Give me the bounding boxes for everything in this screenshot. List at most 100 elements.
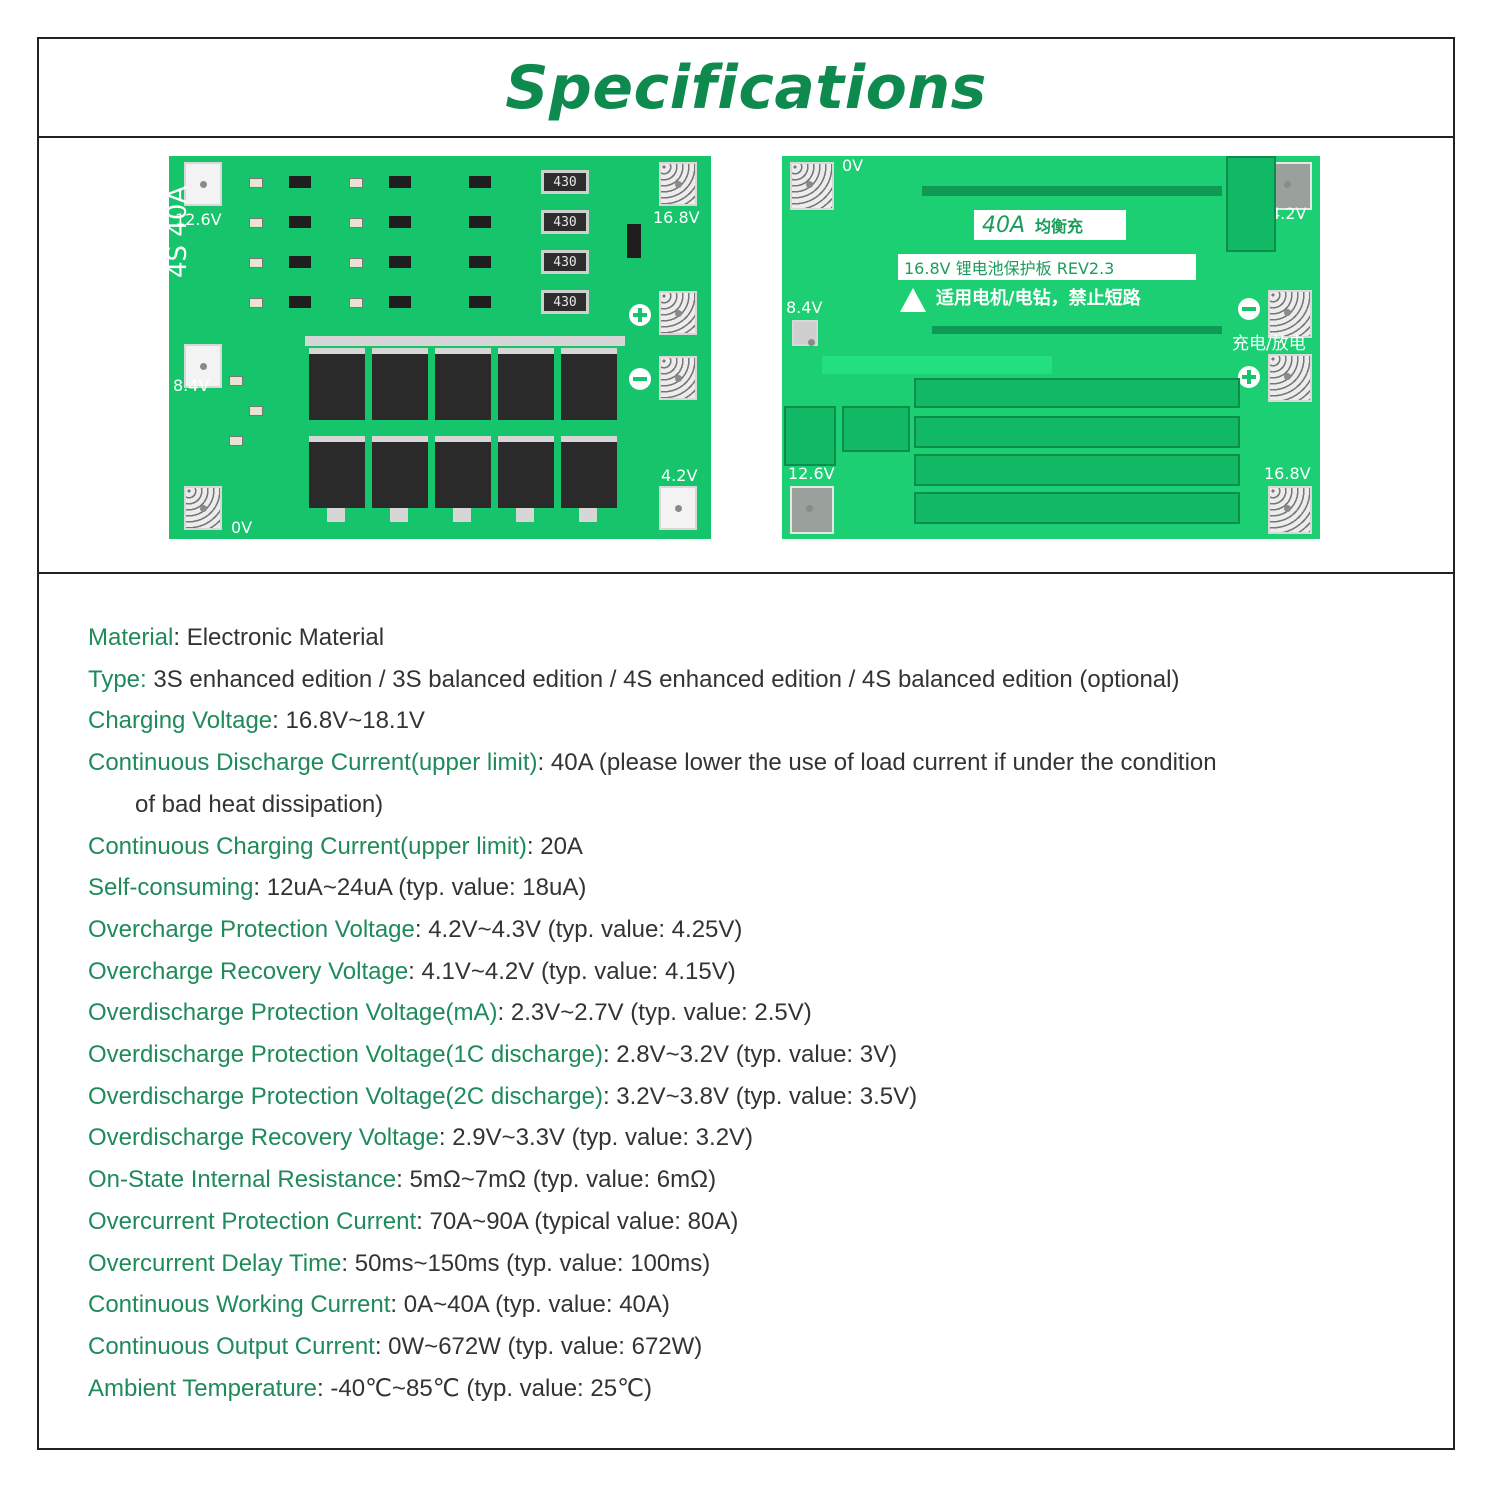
mosfet [435, 348, 491, 420]
pad-168v [1268, 486, 1312, 534]
smd-part [249, 218, 263, 228]
chip [389, 216, 411, 228]
spec-item-ambient-temperature: Ambient Temperature: -40℃~85℃ (typ. valu… [88, 1374, 653, 1402]
mosfet-tabs-top [305, 336, 625, 346]
smd-part [249, 178, 263, 188]
copper-window [914, 416, 1240, 448]
balance-label: 均衡充 [1035, 217, 1084, 236]
pad-42v [659, 486, 697, 530]
label-168v: 16.8V [1264, 464, 1311, 483]
warning-text: 适用电机/电钻，禁止短路 [936, 288, 1141, 309]
label-126v: 12.6V [175, 210, 222, 229]
mosfet [498, 348, 554, 420]
specs-list: Material: Electronic Material Type: 3S e… [88, 617, 1418, 1409]
smd-part [249, 258, 263, 268]
mosfet [309, 348, 365, 420]
diode [627, 224, 641, 258]
pad-0v [184, 486, 222, 530]
pad-plus [659, 291, 697, 335]
mosfet [309, 436, 365, 522]
spec-item-overdischarge-protection-voltage-1c: Overdischarge Protection Voltage(1C disc… [88, 1041, 898, 1069]
minus-symbol-icon [1238, 298, 1260, 320]
smd-part [249, 406, 263, 416]
spec-item-continuous-output-current: Continuous Output Current: 0W~672W (typ.… [88, 1332, 703, 1360]
spec-item-continuous-working-current: Continuous Working Current: 0A~40A (typ.… [88, 1291, 670, 1319]
front-board-image: 12.6V 16.8V 8.4V 4.2V 0V 4S 40A 430 430 … [169, 156, 711, 539]
mosfet [498, 436, 554, 522]
spec-item-overcharge-protection-voltage: Overcharge Protection Voltage: 4.2V~4.3V… [88, 915, 743, 943]
back-board-image: 0V 4.2V 8.4V 12.6V 16.8V 充电/放电 40A 均衡充 1… [782, 156, 1320, 539]
chip [469, 176, 491, 188]
chip [469, 256, 491, 268]
current-label: 40A [982, 212, 1026, 238]
spec-item-overcharge-recovery-voltage: Overcharge Recovery Voltage: 4.1V~4.2V (… [88, 957, 736, 985]
smd-part [229, 376, 243, 386]
spec-item-on-state-internal-resistance: On-State Internal Resistance: 5mΩ~7mΩ (t… [88, 1166, 717, 1194]
spec-item-type: Type: 3S enhanced edition / 3S balanced … [88, 665, 1180, 693]
spec-item-continuous-discharge-current: Continuous Discharge Current(upper limit… [88, 749, 1217, 818]
pad-126v [184, 162, 222, 206]
plus-symbol-icon [629, 304, 651, 326]
pad-126v [790, 486, 834, 534]
label-0v: 0V [231, 518, 253, 537]
label-126v: 12.6V [788, 464, 835, 483]
chip [289, 256, 311, 268]
name-sticker: 16.8V 锂电池保护板 REV2.3 [898, 254, 1196, 280]
resistor-1: 430 [541, 170, 589, 194]
mosfet [435, 436, 491, 522]
copper-window [914, 492, 1240, 524]
chip [469, 296, 491, 308]
copper-window [1226, 156, 1276, 252]
label-84v: 8.4V [173, 376, 210, 395]
spec-item-overdischarge-recovery-voltage: Overdischarge Recovery Voltage: 2.9V~3.3… [88, 1124, 754, 1152]
copper-window [784, 406, 836, 466]
chip [389, 256, 411, 268]
pad-minus [659, 356, 697, 400]
plus-symbol-icon [1238, 366, 1260, 388]
mosfet [372, 436, 428, 522]
spec-sheet: Specifications 12.6V 16.8V 8.4V 4.2V 0V … [37, 37, 1455, 1450]
label-42v: 4.2V [661, 466, 698, 485]
mosfet [561, 348, 617, 420]
trace [922, 186, 1222, 196]
pad-84v [184, 344, 222, 388]
chip [289, 176, 311, 188]
smd-part [349, 218, 363, 228]
pad-0v [790, 162, 834, 210]
pad-plus [1268, 354, 1312, 402]
spec-item-overdischarge-protection-voltage-2c: Overdischarge Protection Voltage(2C disc… [88, 1082, 918, 1110]
chip [289, 296, 311, 308]
copper-window [842, 406, 910, 452]
pad-168v [659, 162, 697, 206]
label-84v: 8.4V [786, 298, 823, 317]
pad-minus [1268, 290, 1312, 338]
smd-part [349, 258, 363, 268]
label-model: 4S 40A [169, 185, 193, 278]
spec-item-self-consuming: Self-consuming: 12uA~24uA (typ. value: 1… [88, 874, 587, 902]
chip [469, 216, 491, 228]
spec-item-charging-voltage: Charging Voltage: 16.8V~18.1V [88, 707, 425, 735]
title-bar: Specifications [39, 39, 1453, 138]
warning-icon [900, 288, 926, 312]
copper-window [914, 454, 1240, 486]
copper-window [914, 378, 1240, 408]
trace [822, 356, 1052, 374]
spec-item-overcurrent-protection-current: Overcurrent Protection Current: 70A~90A … [88, 1207, 739, 1235]
label-0v: 0V [842, 156, 864, 175]
resistor-2: 430 [541, 210, 589, 234]
spec-item-continuous-charging-current: Continuous Charging Current(upper limit)… [88, 832, 583, 860]
smd-part [349, 298, 363, 308]
smd-part [349, 178, 363, 188]
mosfet [561, 436, 617, 522]
product-photos: 12.6V 16.8V 8.4V 4.2V 0V 4S 40A 430 430 … [39, 136, 1453, 574]
label-168v: 16.8V [653, 208, 700, 227]
spec-item-overdischarge-protection-voltage-ma: Overdischarge Protection Voltage(mA): 2.… [88, 999, 812, 1027]
label-charge-discharge: 充电/放电 [1232, 334, 1306, 354]
resistor-3: 430 [541, 250, 589, 274]
page-title: Specifications [505, 52, 987, 123]
trace [932, 326, 1222, 334]
current-sticker: 40A 均衡充 [974, 210, 1126, 240]
smd-part [249, 298, 263, 308]
label-42v: 4.2V [1270, 204, 1307, 223]
spec-item-material: Material: Electronic Material [88, 624, 385, 651]
